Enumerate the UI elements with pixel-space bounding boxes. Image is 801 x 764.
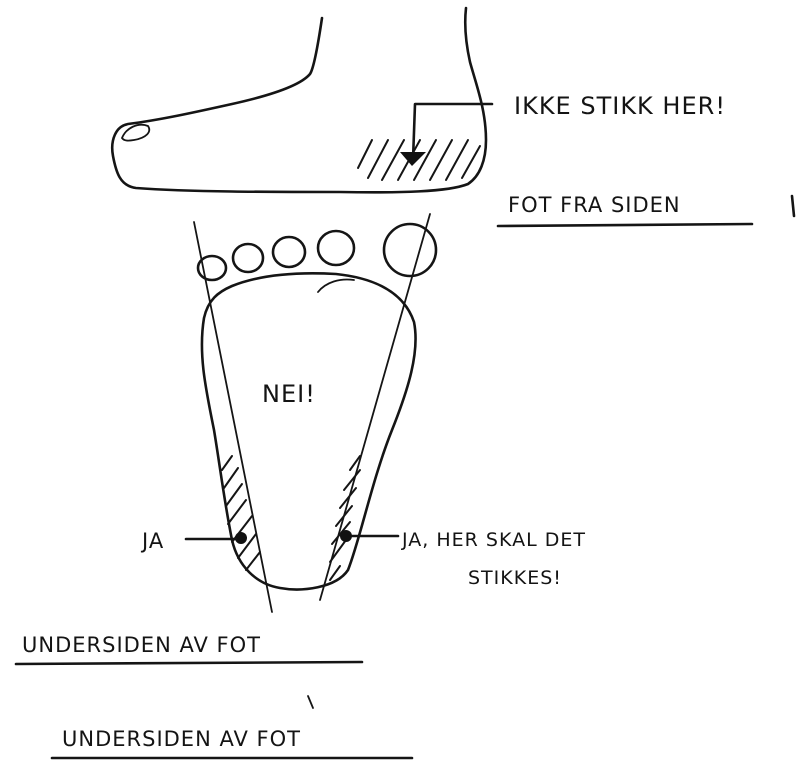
warning-pointer-line xyxy=(413,104,492,160)
bottom-view-underline-1 xyxy=(16,662,362,664)
toe-big xyxy=(384,224,436,276)
side-view-toenail xyxy=(122,125,149,141)
guide-line-left xyxy=(194,222,272,612)
right-injection-dot xyxy=(340,530,352,542)
right-yes-label-line2: STIKKES! xyxy=(468,567,562,589)
top-warning-label: IKKE STIKK HER! xyxy=(514,92,726,120)
bottom-view-caption-1: UNDERSIDEN AV FOT xyxy=(22,633,261,657)
toe-third xyxy=(273,237,305,267)
left-yes-label: JA xyxy=(140,529,164,553)
bottom-view-caption-2: UNDERSIDEN AV FOT xyxy=(62,727,301,751)
sole-outline xyxy=(202,273,416,589)
right-yes-label-line1: JA, HER SKAL DET xyxy=(401,529,586,551)
side-view-underline xyxy=(498,224,752,226)
side-view-foot xyxy=(112,8,492,192)
right-hatch-area xyxy=(330,456,360,580)
stray-mark-right xyxy=(792,196,794,216)
stray-mark-center xyxy=(308,696,313,708)
toe-second xyxy=(318,231,354,265)
heel-hatch-area xyxy=(358,140,480,180)
side-view-foot-outline xyxy=(112,8,486,192)
center-no-label: NEI! xyxy=(262,380,316,408)
sole-ball-crease xyxy=(318,280,354,293)
sole-view-foot xyxy=(186,214,436,612)
toe-fourth xyxy=(233,244,263,272)
side-view-label: FOT FRA SIDEN xyxy=(508,193,681,217)
